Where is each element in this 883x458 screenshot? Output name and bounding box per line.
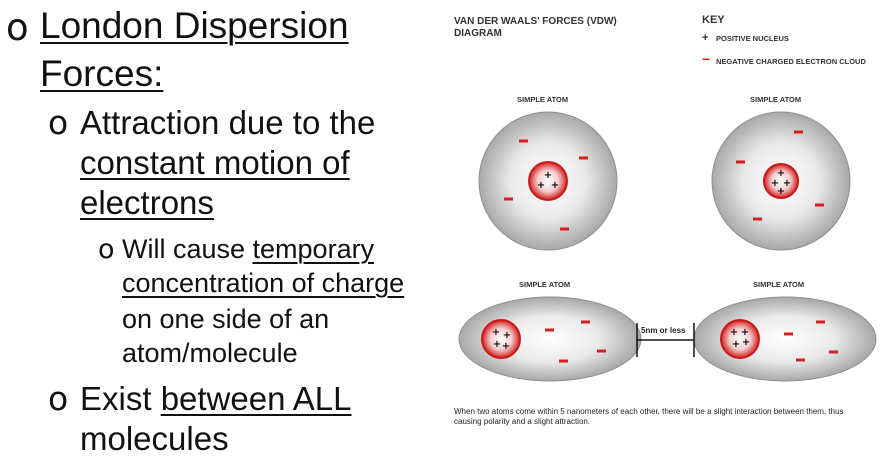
- point-exist-line-1: Exist between ALL: [80, 380, 352, 417]
- atom-label-top-left: SIMPLE ATOM: [517, 95, 569, 104]
- plus-icon: +: [702, 32, 709, 44]
- subpoint-line-2: concentration of charge: [122, 268, 405, 298]
- distance-marker: [636, 323, 695, 357]
- atom-bottom-right-polarized: ++++: [693, 296, 877, 382]
- svg-text:+: +: [730, 327, 738, 338]
- bullet-text-panel: o London Dispersion Forces: o Attraction…: [6, 5, 405, 457]
- subpoint-line-1: Will cause temporary: [122, 234, 375, 264]
- vdw-diagram: VAN DER WAALS' FORCES (VDW) DIAGRAM KEY …: [440, 0, 883, 458]
- subpoint-line-3: on one side of an: [122, 304, 330, 334]
- key-negative-row: −NEGATIVE CHARGED ELECTRON CLOUD: [702, 51, 866, 67]
- svg-text:+: +: [777, 186, 785, 197]
- svg-text:+: +: [493, 339, 501, 350]
- heading-line-2: Forces:: [40, 53, 164, 94]
- bullet-marker-level1: o: [6, 6, 29, 49]
- point-motion-line-1: Attraction due to the: [80, 104, 376, 141]
- svg-text:+: +: [771, 178, 779, 189]
- diagram-title: VAN DER WAALS' FORCES (VDW) DIAGRAM: [454, 16, 617, 40]
- key-negative-label: NEGATIVE CHARGED ELECTRON CLOUD: [716, 57, 866, 66]
- diagram-title-line-1: VAN DER WAALS' FORCES (VDW): [454, 16, 617, 27]
- point-exist-line-2: molecules: [80, 420, 229, 457]
- svg-text:+: +: [502, 341, 510, 352]
- minus-icon: −: [702, 51, 711, 67]
- point-motion-line-2: constant motion of: [80, 144, 350, 181]
- bullet-marker-level3: o: [98, 234, 115, 265]
- svg-text:+: +: [777, 168, 785, 179]
- svg-text:+: +: [537, 180, 545, 191]
- atom-top-right: ++++: [711, 111, 851, 251]
- atom-label-top-right: SIMPLE ATOM: [750, 95, 802, 104]
- key-positive-label: POSITIVE NUCLEUS: [716, 34, 789, 43]
- svg-text:+: +: [492, 327, 500, 338]
- key-positive-row: + POSITIVE NUCLEUS: [702, 32, 789, 44]
- svg-text:+: +: [503, 330, 511, 341]
- svg-text:+: +: [783, 178, 791, 189]
- svg-text:+: +: [742, 337, 750, 348]
- bullet-marker-level2: o: [48, 103, 69, 142]
- heading-line-1: London Dispersion: [40, 5, 349, 46]
- svg-text:+: +: [732, 339, 740, 350]
- atom-label-bottom-left: SIMPLE ATOM: [519, 280, 571, 289]
- svg-text:+: +: [551, 180, 559, 191]
- subpoint-line-4: atom/molecule: [122, 338, 298, 368]
- key-title: KEY: [702, 14, 725, 26]
- bullet-marker-level2b: o: [48, 379, 69, 418]
- svg-text:+: +: [741, 327, 749, 338]
- point-motion-line-3: electrons: [80, 184, 214, 221]
- atom-bottom-left-polarized: ++++: [458, 296, 642, 382]
- diagram-caption: When two atoms come within 5 nanometers …: [454, 407, 844, 426]
- atom-top-left: +++: [478, 111, 618, 251]
- distance-label: 5nm or less: [641, 326, 686, 335]
- atom-label-bottom-right: SIMPLE ATOM: [753, 280, 805, 289]
- diagram-title-line-2: DIAGRAM: [454, 28, 502, 39]
- point-exist-underlined: between ALL: [160, 380, 352, 417]
- svg-text:+: +: [544, 170, 552, 181]
- subpoint-underlined-word: temporary: [252, 234, 375, 264]
- atoms-illustration: +++ ++++: [458, 111, 877, 382]
